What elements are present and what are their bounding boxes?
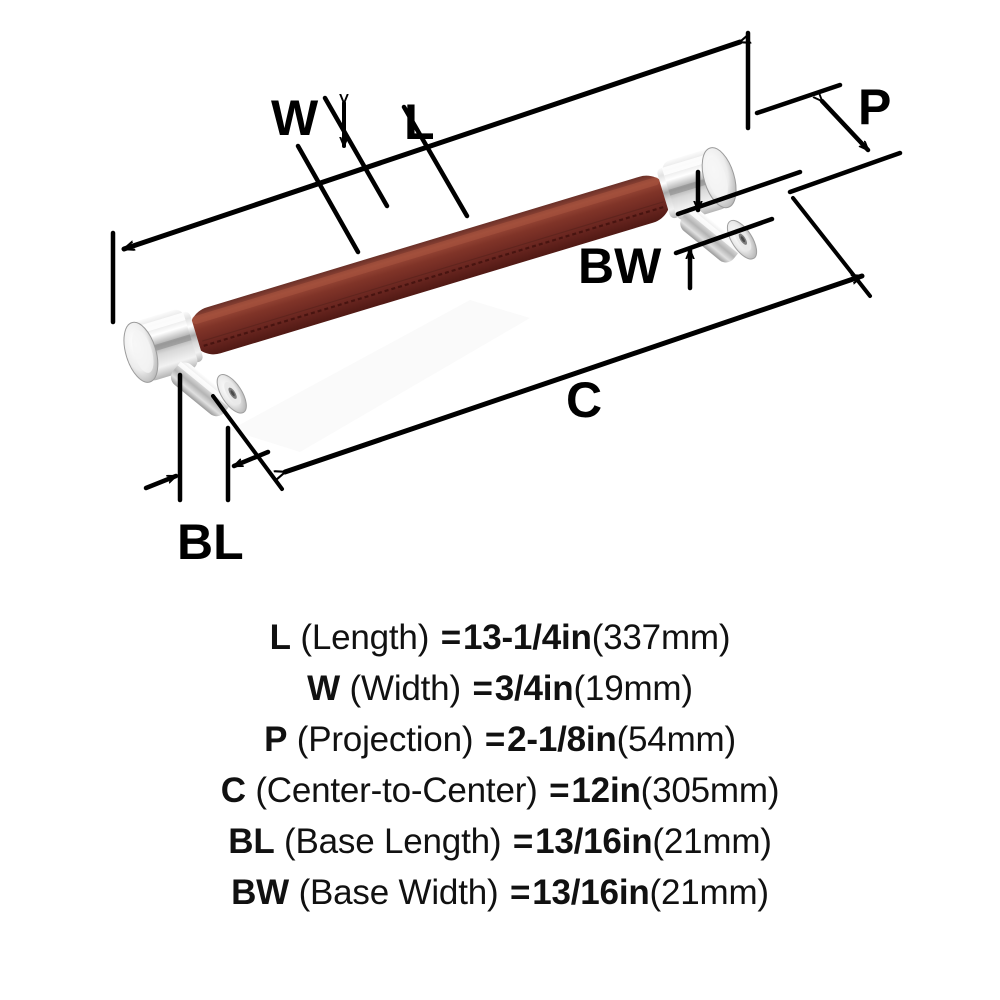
width-extension-lower [295, 143, 361, 255]
spec-metric: (19mm) [573, 669, 693, 708]
left-end-cap-assembly [123, 309, 247, 417]
spec-name: (Projection) [296, 720, 474, 759]
spec-symbol: L [269, 618, 291, 657]
spec-value: 2-1/8in [507, 720, 617, 759]
spec-row-width: W (Width) =3/4in(19mm) [0, 663, 1000, 714]
spec-row-center-to-center: C (Center-to-Center) =12in(305mm) [0, 765, 1000, 816]
spec-equals: = [549, 771, 570, 810]
spec-value: 3/4in [494, 669, 574, 708]
spec-value: 13/16in [535, 822, 653, 861]
base-length-arrow-left [143, 473, 179, 491]
spec-row-length: L (Length) =13-1/4in(337mm) [0, 612, 1000, 663]
dimension-lines [110, 30, 903, 503]
spec-name: (Base Length) [284, 822, 502, 861]
base-width-extension-lower [673, 216, 775, 256]
spec-equals: = [440, 618, 461, 657]
diagram-background [0, 0, 1000, 600]
spec-symbol: W [307, 669, 340, 708]
spec-row-projection: P (Projection) =2-1/8in(54mm) [0, 714, 1000, 765]
spec-symbol: BL [228, 822, 275, 861]
length-dimension-arrow [121, 42, 740, 252]
base-length-label: BL [177, 514, 244, 570]
spec-row-base-width: BW (Base Width) =13/16in(21mm) [0, 867, 1000, 918]
product-dimension-diagram: W L P BW C BL [0, 0, 1000, 600]
spec-symbol: P [264, 720, 288, 759]
spec-value: 13/16in [532, 873, 650, 912]
length-leader-line [401, 104, 470, 219]
diagram-canvas: W L P BW C BL [0, 0, 1000, 600]
spec-row-base-length: BL (Base Length) =13/16in(21mm) [0, 816, 1000, 867]
spec-value: 12in [571, 771, 641, 810]
projection-label: P [858, 79, 891, 135]
left-post-stem [170, 362, 231, 417]
spec-metric: (21mm) [652, 822, 772, 861]
width-label: W [271, 90, 319, 146]
spec-symbol: C [220, 771, 246, 810]
base-width-label: BW [578, 238, 662, 294]
spec-name: (Width) [349, 669, 462, 708]
center-dimension-arrow [285, 273, 865, 472]
center-to-center-label: C [566, 372, 602, 428]
spec-metric: (305mm) [640, 771, 780, 810]
spec-name: (Base Width) [298, 873, 499, 912]
projection-extension-lower [787, 150, 903, 195]
spec-name: (Center-to-Center) [255, 771, 538, 810]
spec-equals: = [472, 669, 493, 708]
spec-equals: = [509, 873, 531, 912]
spec-symbol: BW [231, 873, 290, 912]
base-length-arrow-right [231, 449, 271, 469]
spec-name: (Length) [300, 618, 430, 657]
width-extension-upper [322, 95, 390, 209]
spec-equals: = [512, 822, 534, 861]
spec-value: 13-1/4in [462, 618, 592, 657]
spec-equals: = [484, 720, 506, 759]
spec-metric: (21mm) [649, 873, 770, 912]
spec-metric: (54mm) [616, 720, 737, 759]
center-leader-left [211, 394, 284, 491]
specification-list: L (Length) =13-1/4in(337mm) W (Width) =3… [0, 612, 1000, 918]
spec-metric: (337mm) [591, 618, 731, 657]
projection-dimension-arrow [822, 101, 871, 153]
length-label: L [404, 94, 435, 150]
projection-extension-upper [754, 82, 843, 116]
